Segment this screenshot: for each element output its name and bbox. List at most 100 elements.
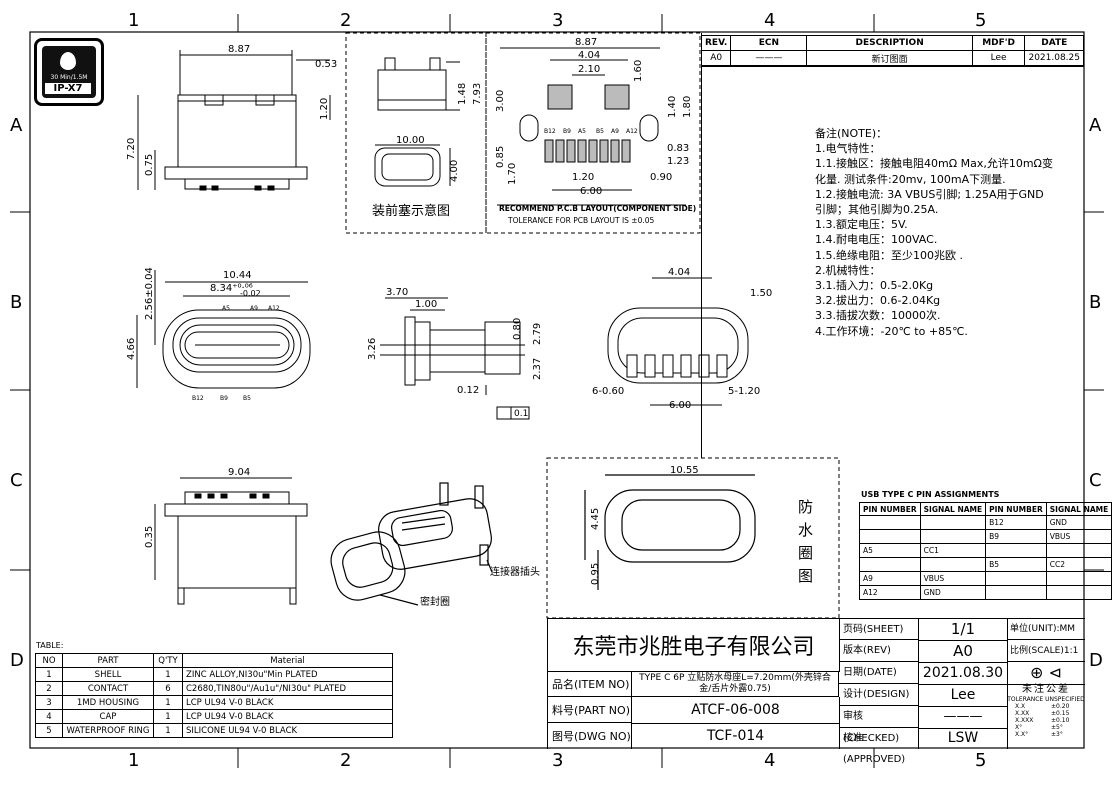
- bom-cell: 2: [35, 681, 63, 696]
- bom-cell: 1: [153, 723, 183, 738]
- bom-cell: SILICONE UL94 V-0 BLACK: [182, 723, 393, 738]
- svg-text:1.20: 1.20: [572, 172, 594, 183]
- svg-text:7.93: 7.93: [472, 83, 483, 105]
- pin-cell: [985, 585, 1047, 600]
- part-value: ATCF-06-008: [632, 697, 840, 724]
- item-label: 品名(ITEM NO): [548, 671, 632, 697]
- seal-caption-2: 水: [798, 521, 813, 539]
- svg-text:A12: A12: [268, 305, 280, 312]
- date-label: 日期(DATE): [839, 662, 919, 684]
- svg-text:6-0.60: 6-0.60: [592, 386, 624, 397]
- tol-val: ±0.15: [1051, 710, 1070, 717]
- svg-text:A12: A12: [626, 128, 638, 135]
- svg-text:4.45: 4.45: [590, 508, 601, 530]
- bom-cell: 1MD HOUSING: [62, 695, 154, 710]
- pin-cell: [919, 557, 987, 572]
- pin-cell: [919, 529, 987, 544]
- pin-cell: [985, 543, 1047, 558]
- pin-assign-table: PIN NUMBER SIGNAL NAME PIN NUMBER SIGNAL…: [859, 502, 1113, 600]
- ip-logo: 30 Min/1.5M IP-X7: [34, 38, 104, 106]
- pin-cell: VBUS: [1045, 529, 1113, 544]
- svg-text:-0.02: -0.02: [240, 289, 261, 298]
- note-line: 引脚；其他引脚为0.25A.: [815, 203, 939, 217]
- pcb-frame: [485, 32, 701, 234]
- svg-text:1.50: 1.50: [750, 288, 772, 299]
- svg-text:3.70: 3.70: [386, 287, 408, 298]
- grid-row-c-right: C: [1089, 470, 1102, 491]
- side-view: [380, 297, 530, 420]
- svg-text:B9: B9: [563, 128, 571, 135]
- rev-header-rev: REV.: [700, 35, 732, 51]
- pin-cell: [859, 515, 921, 530]
- rev-header-date: DATE: [1024, 35, 1084, 51]
- svg-text:B5: B5: [596, 128, 604, 135]
- grid-col-3-bottom: 3: [552, 750, 564, 771]
- note-line: 2.机械特性：: [815, 263, 881, 277]
- pcb-layout: [497, 47, 686, 206]
- bom-header: PART: [62, 653, 154, 668]
- pin-cell: GND: [919, 585, 987, 600]
- tol-val: ±0.20: [1051, 703, 1070, 710]
- note-line: 1.4.耐电电压：100VAC.: [815, 233, 938, 247]
- pcb-dim-404: 4.04: [578, 50, 600, 61]
- svg-text:7.20: 7.20: [126, 138, 137, 160]
- note-line: 1.3.额定电压：5V.: [815, 218, 908, 232]
- pin-cell: CC2: [1045, 557, 1113, 572]
- part-label: 料号(PART NO): [548, 697, 632, 723]
- pin-cell: [1045, 571, 1113, 586]
- svg-text:3.26: 3.26: [367, 338, 378, 360]
- ip-logo-inner: 30 Min/1.5M IP-X7: [42, 46, 96, 98]
- svg-text:0.75: 0.75: [144, 154, 155, 176]
- bom-cell: LCP UL94 V-0 BLACK: [182, 695, 393, 710]
- svg-text:A9: A9: [250, 305, 258, 312]
- rev-cell-desc: 新订图面: [806, 50, 973, 66]
- svg-text:B12: B12: [192, 395, 204, 402]
- svg-text:1.60: 1.60: [633, 60, 644, 82]
- pin-cell: [859, 529, 921, 544]
- grid-col-4-bottom: 4: [764, 750, 776, 771]
- svg-text:4.66: 4.66: [126, 338, 137, 360]
- pin-cell: [985, 571, 1047, 586]
- bom-header: Material: [182, 653, 393, 668]
- tol-key: X.XX: [1015, 710, 1030, 717]
- bom-title: TABLE:: [36, 641, 64, 650]
- tol-key: X.X: [1015, 703, 1026, 710]
- svg-text:A5: A5: [578, 128, 586, 135]
- pin-cell: B9: [985, 529, 1047, 544]
- note-line: 1.2.接触电流: 3A VBUS引脚; 1.25A用于GND: [815, 187, 1044, 201]
- bom-cell: SHELL: [62, 667, 154, 682]
- approve-label: 核准(APPROVED): [839, 728, 919, 765]
- rev-header-mdf: MDF'D: [971, 35, 1026, 51]
- water-drop-icon: [60, 52, 76, 70]
- rev-value: A0: [919, 640, 1008, 663]
- pin-header: PIN NUMBER: [985, 502, 1047, 516]
- svg-text:6.00: 6.00: [580, 186, 602, 197]
- seal-frame: [546, 457, 840, 619]
- seal-caption-4: 图: [798, 567, 813, 585]
- note-line: 化量. 测试条件:20mv, 100mA下测量.: [815, 172, 1006, 186]
- svg-text:1.70: 1.70: [507, 163, 518, 185]
- pin-cell: [859, 557, 921, 572]
- revision-table: REV. ECN DESCRIPTION MDF'D DATE A0 ——— 新…: [700, 35, 1084, 66]
- pin-assign-title: USB TYPE C PIN ASSIGNMENTS: [861, 490, 1000, 499]
- bom-cell: 5: [35, 723, 63, 738]
- front-view: [136, 270, 311, 389]
- note-line: 3.1.插入力：0.5-2.0Kg: [815, 279, 934, 293]
- svg-text:0.12: 0.12: [457, 385, 479, 396]
- tol-val: ±0.10: [1051, 717, 1070, 724]
- note-line: 备注(NOTE)：: [815, 127, 888, 140]
- grid-col-5-bottom: 5: [975, 750, 987, 771]
- plug-caption: 装前塞示意图: [372, 203, 450, 219]
- dwg-label: 图号(DWG NO): [548, 723, 632, 749]
- bom-header: Q'TY: [153, 653, 183, 668]
- grid-col-3: 3: [552, 10, 564, 31]
- plug-view: [374, 57, 460, 187]
- grid-col-4: 4: [764, 10, 776, 31]
- bom-cell: 6: [153, 681, 183, 696]
- pcb-tolerance: TOLERANCE FOR PCB LAYOUT IS ±0.05: [507, 216, 655, 225]
- svg-text:8.34⁺⁰·⁰⁶: 8.34⁺⁰·⁰⁶: [210, 283, 253, 294]
- design-label: 设计(DESIGN): [839, 684, 919, 706]
- svg-text:3.00: 3.00: [495, 90, 506, 112]
